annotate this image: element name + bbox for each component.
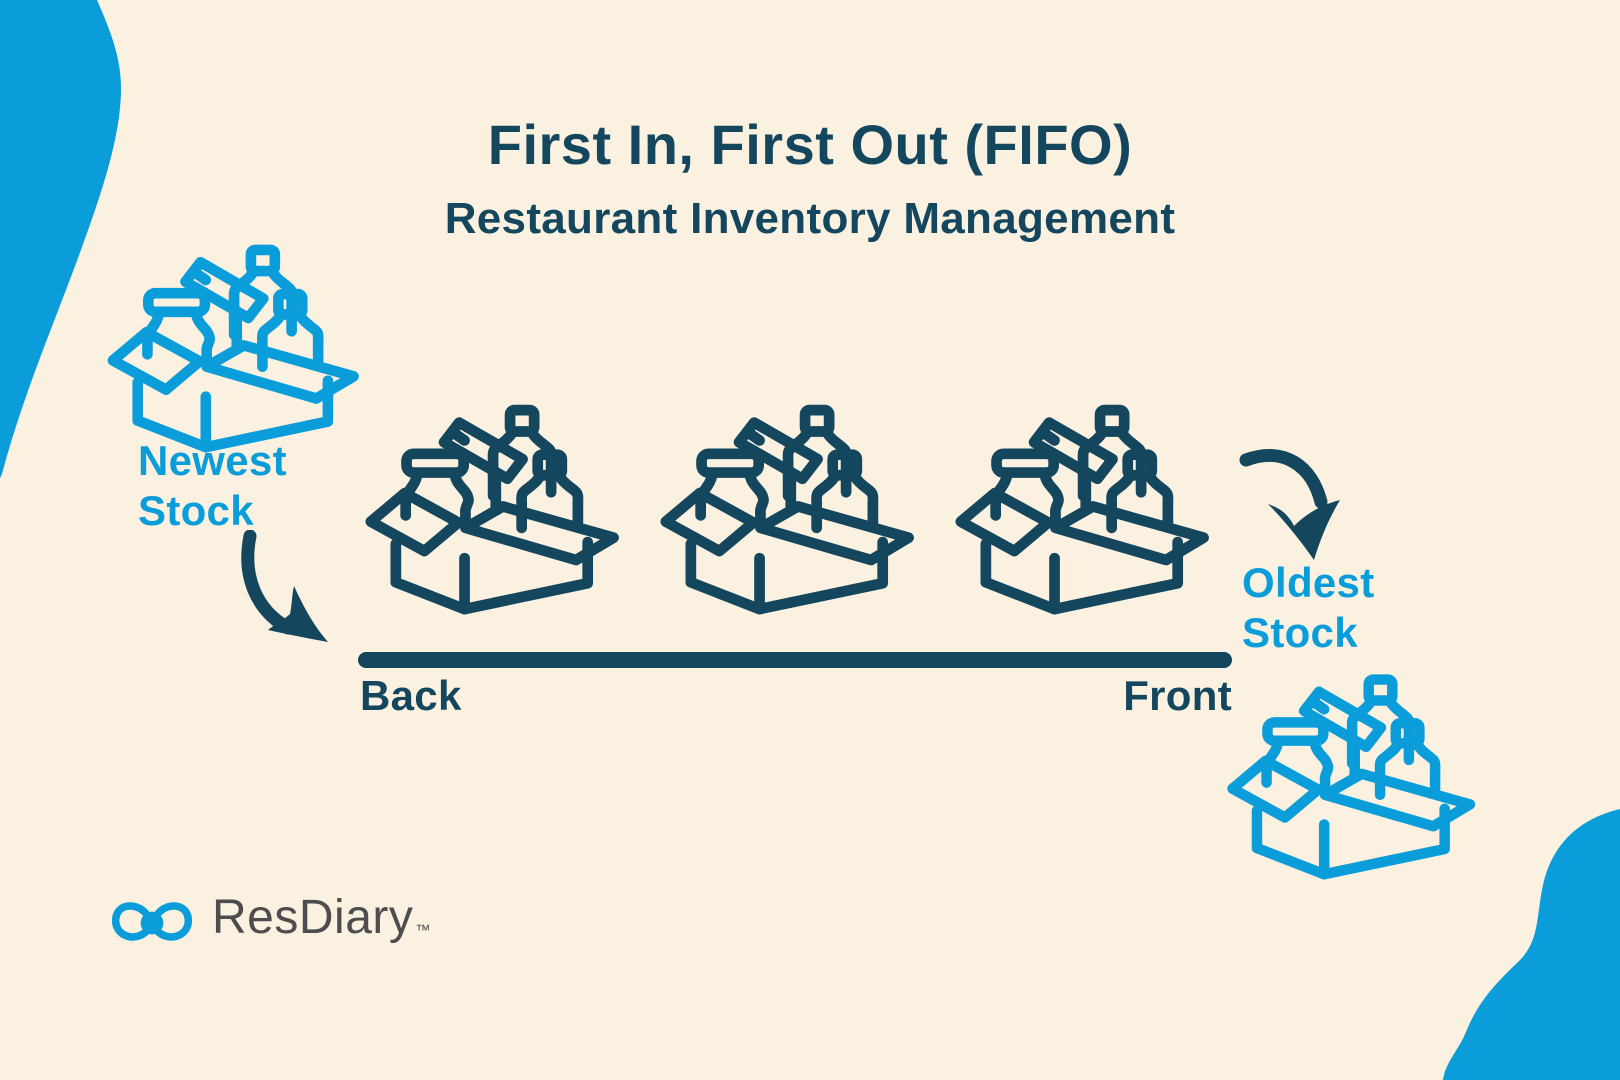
top-left-blob [0, 0, 121, 478]
newest-stock-box-icon [102, 226, 368, 456]
curved-arrow-left-icon [241, 530, 328, 642]
front-label: Front [1123, 672, 1232, 719]
brand-name: ResDiary [212, 891, 414, 944]
bottom-right-blob [1443, 809, 1620, 1080]
oldest-stock-label-line2: Stock [1242, 609, 1358, 656]
newest-stock-label-line1: Newest [138, 437, 287, 484]
page-title: First In, First Out (FIFO) [487, 113, 1133, 176]
trademark-symbol: ™ [415, 922, 431, 939]
curved-arrow-right-icon [1239, 449, 1340, 560]
shelf-box-icon-1 [360, 386, 628, 618]
oldest-stock-box-icon [1222, 656, 1484, 883]
newest-stock-label-line2: Stock [138, 487, 254, 534]
shelf-box-icon-3 [950, 386, 1218, 618]
oldest-stock-label: Oldest Stock [1242, 558, 1375, 658]
back-label: Back [360, 672, 462, 719]
resdiary-logo-mark-icon [112, 902, 192, 941]
shelf-line [358, 652, 1232, 668]
oldest-stock-label-line1: Oldest [1242, 559, 1375, 606]
page-subtitle: Restaurant Inventory Management [444, 194, 1176, 243]
newest-stock-label: Newest Stock [138, 436, 287, 536]
shelf-box-icon-2 [655, 386, 923, 618]
